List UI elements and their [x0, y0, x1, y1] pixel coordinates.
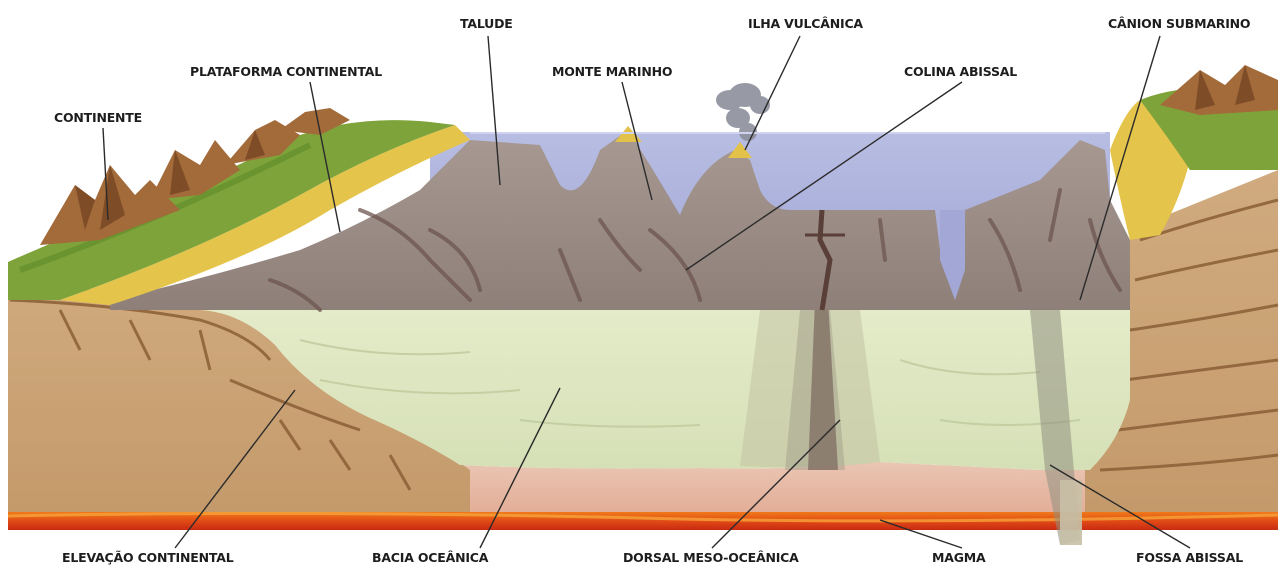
label-continente: CONTINENTE [54, 110, 142, 125]
label-bacia-oceanica: BACIA OCEÂNICA [372, 550, 488, 565]
label-ilha-vulcanica: ILHA VULCÂNICA [748, 16, 863, 31]
label-magma: MAGMA [932, 550, 986, 565]
label-canion-submarino: CÂNION SUBMARINO [1108, 16, 1250, 31]
label-talude: TALUDE [460, 16, 513, 31]
label-elevacao-continental: ELEVAÇÃO CONTINENTAL [62, 550, 233, 565]
label-plataforma-continental: PLATAFORMA CONTINENTAL [190, 64, 382, 79]
label-fossa-abissal: FOSSA ABISSAL [1136, 550, 1243, 565]
ridge-zone [740, 300, 880, 470]
trench-break [1060, 480, 1082, 545]
label-monte-marinho: MONTE MARINHO [552, 64, 672, 79]
label-dorsal-meso-oceanica: DORSAL MESO-OCEÂNICA [623, 550, 799, 565]
right-mountains [1160, 65, 1278, 115]
label-colina-abissal: COLINA ABISSAL [904, 64, 1017, 79]
